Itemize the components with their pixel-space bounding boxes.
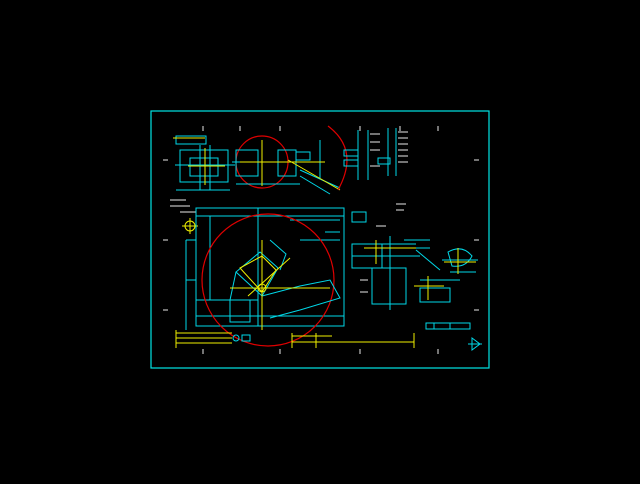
red-arc-top-right	[327, 125, 348, 191]
centerlines-far-right	[444, 248, 476, 274]
centerlines-top-left	[173, 137, 225, 185]
border-ticks	[163, 126, 479, 354]
dimension-strip-bottom	[175, 330, 415, 348]
detail-top-left	[175, 135, 235, 191]
centerlines-top-center	[240, 140, 341, 191]
text-lines-top-right	[370, 131, 408, 167]
centerlines-right-middle	[364, 240, 444, 300]
small-detail-left	[182, 218, 198, 234]
detail-far-right	[442, 248, 478, 273]
parts-list-top	[343, 128, 397, 180]
small-table-bottom-right	[425, 322, 471, 330]
text-lines-right-middle	[360, 203, 406, 293]
main-assembly-frame	[185, 207, 345, 330]
annotations-left	[170, 199, 196, 213]
scale-marker-bottom	[232, 334, 251, 342]
sheet-border	[150, 110, 490, 369]
linkage-centerlines	[230, 240, 330, 330]
red-circle-main	[201, 213, 335, 347]
title-block-symbol-icon	[468, 337, 482, 351]
